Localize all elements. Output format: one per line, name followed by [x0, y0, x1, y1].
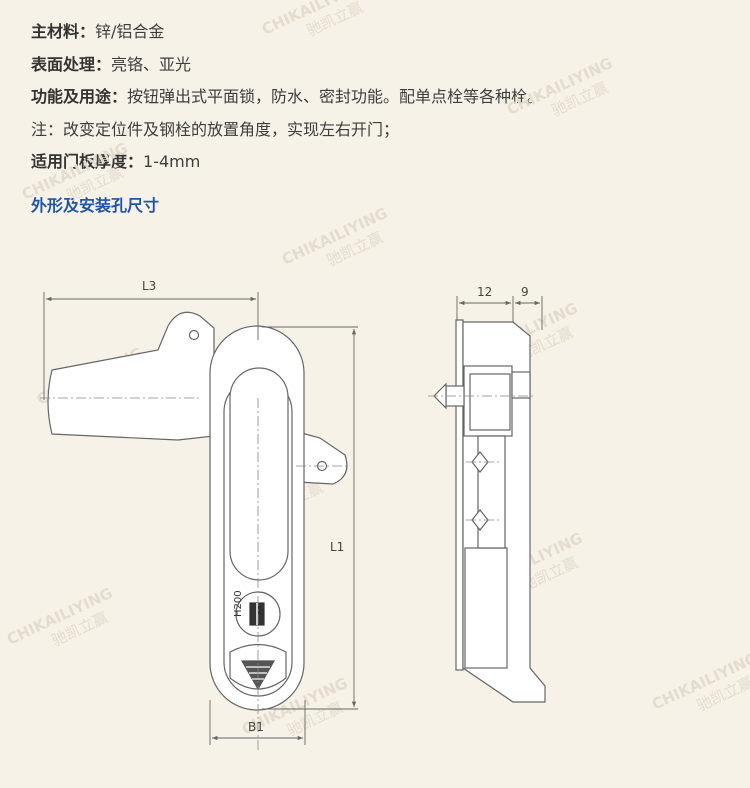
- spec-value: 注：改变定位件及钢栓的放置角度，实现左右开门；: [31, 119, 400, 139]
- spec-value: 按钮弹出式平面锁，防水、密封功能。配单点栓等各种栓。: [127, 87, 544, 106]
- dimension-l3: [43, 292, 259, 400]
- side-tab: [297, 431, 348, 485]
- l1-label: L1: [330, 540, 344, 554]
- section-title: 外形及安装孔尺寸: [31, 196, 160, 215]
- spec-label: 主材料：: [31, 22, 96, 41]
- lever-arm: [47, 311, 215, 441]
- spec-label: 表面处理：: [31, 54, 112, 74]
- spec-function: 功能及用途：按钮弹出式平面锁，防水、密封功能。配单点栓等各种栓。: [31, 87, 731, 107]
- spec-note: 注：改变定位件及钢栓的放置角度，实现左右开门；: [31, 120, 731, 140]
- rear-block: [464, 547, 508, 669]
- watermark: CHIKAILIYING 驰凯立赢: [649, 649, 750, 715]
- l3-label: L3: [142, 279, 156, 293]
- lever-hole: [188, 329, 200, 341]
- side-view: [433, 319, 546, 703]
- spec-value: 锌/铝合金: [95, 22, 165, 41]
- b1-label: B1: [248, 720, 264, 734]
- watermark: CHIKAILIYING 驰凯立赢: [19, 139, 130, 205]
- cam-plate: [511, 371, 531, 399]
- spec-label: 功能及用途：: [31, 87, 128, 106]
- watermark: CHIKAILIYING 驰凯立赢: [4, 584, 115, 650]
- spec-list: 主材料：锌/铝合金 表面处理：亮铬、亚光 功能及用途：按钮弹出式平面锁，防水、密…: [31, 22, 731, 185]
- handle-slot: [229, 367, 289, 581]
- watermark: CHIKAILIYING 驰凯立赢: [504, 54, 615, 120]
- center-lines: [40, 397, 350, 752]
- latch-body: [477, 435, 506, 549]
- dimension-depth: [456, 296, 543, 330]
- spec-material: 主材料：锌/铝合金: [31, 22, 731, 42]
- cylinder-inner: [469, 373, 511, 431]
- depth-a-label: 12: [477, 285, 492, 299]
- spec-value: 亮铬、亚光: [111, 54, 192, 74]
- spec-label: 适用门板厚度：: [31, 152, 144, 171]
- dimension-l1: [262, 326, 358, 710]
- door-plate: [455, 319, 464, 671]
- spec-surface: 表面处理：亮铬、亚光: [31, 55, 731, 75]
- spec-thickness: 适用门板厚度：1-4mm: [31, 152, 731, 172]
- depth-b-label: 9: [521, 285, 529, 299]
- dimension-b1: [209, 700, 306, 745]
- front-view: [47, 311, 348, 711]
- spec-value: 1-4mm: [143, 152, 201, 171]
- watermark: CHIKAILIYING 驰凯立赢: [279, 204, 390, 270]
- watermark: CHIKAILIYING 驰凯立赢: [259, 0, 370, 40]
- cylinder-code: H200: [233, 590, 244, 617]
- side-center-lines: [428, 395, 536, 521]
